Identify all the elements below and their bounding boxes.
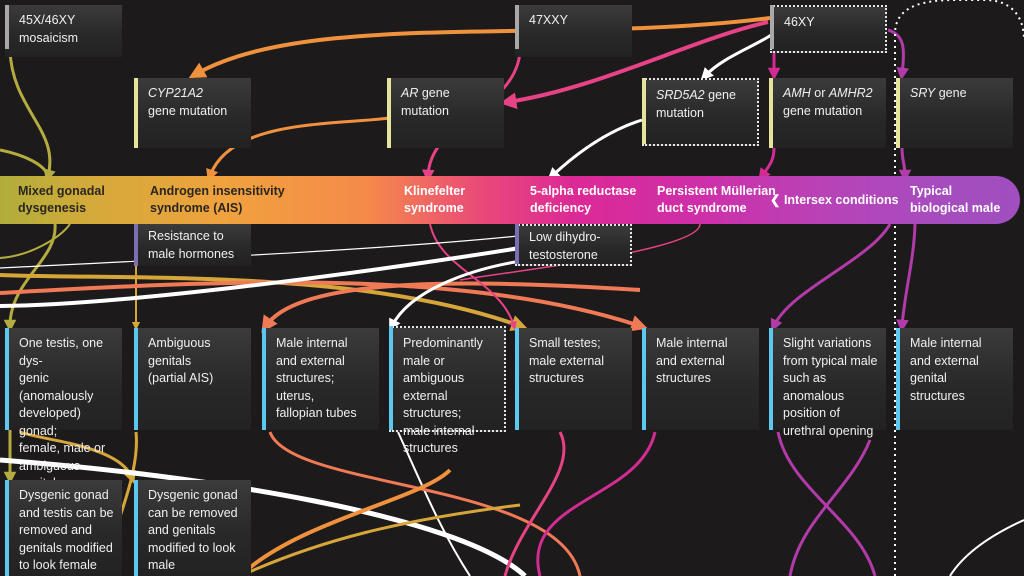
flow-white-thin (0, 235, 519, 269)
node-accent-bar (134, 78, 138, 148)
flow-bottom-coral (268, 431, 582, 576)
node-accent-bar (896, 78, 900, 148)
flow-bottom-right-white (949, 519, 1024, 576)
node-accent-bar (134, 480, 138, 576)
flow-white-left (0, 246, 521, 308)
node-accent-bar (515, 328, 519, 430)
flow-xy-to-cyp (188, 16, 771, 79)
node-cyp21a2: CYP21A2 gene mutation (134, 78, 251, 148)
flow-bottom-purple-b (788, 439, 872, 576)
flow-sry-to-typical (898, 147, 912, 183)
flow-big-white (0, 457, 527, 576)
node-accent-bar (134, 328, 138, 430)
node-46xy: 46XY (770, 5, 887, 53)
flow-cyp-to-ais (206, 116, 391, 182)
node-accent-bar (5, 328, 9, 430)
flow-olive-left-mid (0, 223, 71, 259)
node-accent-bar (769, 328, 773, 430)
flow-xy-to-ar (499, 20, 769, 110)
flow-mixed-to-o1 (3, 223, 57, 333)
flow-lowdht-to-o4 (389, 260, 516, 332)
typical-male-dotted-outline (894, 0, 1024, 576)
node-low-dht: Low dihydro-testosterone (515, 224, 632, 266)
node-accent-bar (389, 326, 393, 430)
flow-typical-to-o8 (896, 223, 917, 333)
flow-orange-to-o3 (261, 281, 641, 333)
node-ar: AR gene mutation (387, 78, 504, 148)
flow-xy-to-sry (887, 28, 910, 81)
condition-spectrum-band (0, 176, 1020, 224)
flow-mullerian-to-o7 (770, 223, 892, 332)
node-accent-bar (896, 328, 900, 430)
node-accent-bar (515, 5, 519, 49)
flow-white-from-o4 (397, 431, 471, 576)
node-accent-bar (770, 5, 774, 49)
band-label-intersex: ❮ Intersex conditions (770, 193, 899, 207)
flow-kline-to-o5 (429, 223, 517, 331)
node-accent-bar (387, 78, 391, 148)
node-accent-bar (642, 328, 646, 430)
node-accent-bar (134, 224, 138, 266)
flow-mosaic-to-mixed (8, 49, 56, 183)
node-srd5a2: SRD5A2 gene mutation (642, 78, 759, 146)
flow-bottom-orange (238, 468, 452, 576)
flow-srd-to-alpha (547, 118, 643, 181)
node-accent-bar (262, 328, 266, 430)
flow-left-olive (0, 148, 50, 177)
node-accent-bar (5, 5, 9, 49)
flow-amh-to-mullerian (758, 147, 776, 182)
node-accent-bar (5, 480, 9, 576)
flow-bottom-gold (239, 503, 521, 576)
node-amh-amhr2: AMH or AMHR2 gene mutation (769, 78, 886, 148)
flow-o1-to-t2 (19, 430, 136, 484)
flow-bottom-pink (503, 431, 566, 576)
node-accent-bar (515, 224, 519, 264)
node-47xxy: 47XXY (515, 5, 632, 57)
flow-bottom-magenta (536, 431, 657, 576)
node-accent-bar (642, 78, 646, 144)
node-sry: SRY gene (896, 78, 1013, 148)
flow-gold-cross (0, 273, 528, 332)
node-accent-bar (769, 78, 773, 148)
flow-coral-cross (0, 280, 648, 332)
